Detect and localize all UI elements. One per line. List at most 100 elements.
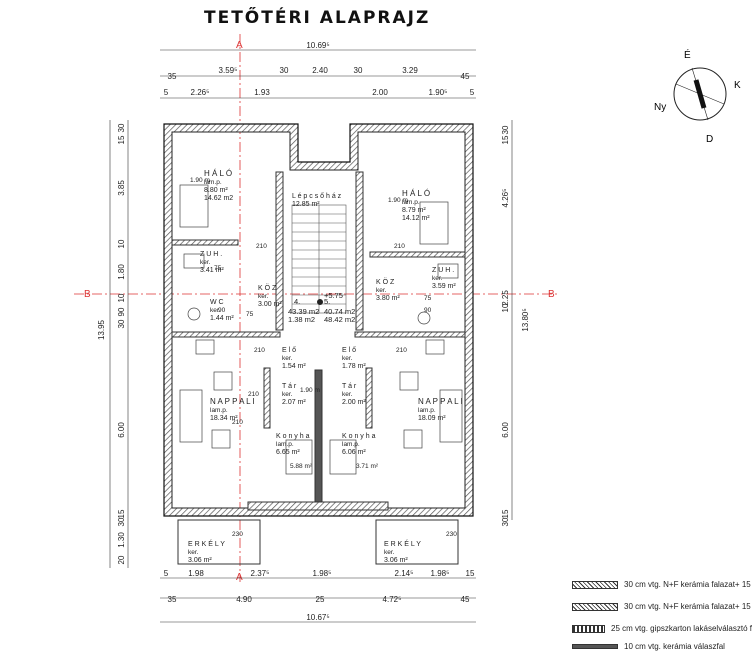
legend-row: 10 cm vtg. kerámia válaszfal	[572, 642, 752, 651]
dim-top-row1: 35	[168, 72, 177, 81]
room-floor-tar-right: ker.	[342, 391, 353, 398]
room-floor-elo-left: ker.	[282, 355, 293, 362]
door-dim-label: 75	[246, 311, 254, 318]
dim-top-row1: 30	[280, 66, 289, 75]
balconies	[177, 519, 459, 565]
unit-left-area-b: 1.38 m2	[288, 315, 315, 324]
room-name-zuh-left: Z U H .	[200, 251, 222, 258]
room-area-koz-right: 3.80 m²	[376, 295, 400, 302]
door-dim-label: 210	[254, 347, 265, 354]
room-name-halo-right: H Á L Ó	[402, 189, 430, 198]
dim-left-seg: 1.30	[117, 532, 126, 548]
dim-left-seg: 6.00	[117, 422, 126, 438]
room-name-elo-right: E l ő	[342, 347, 356, 354]
dim-bottom-row2: 45	[461, 595, 470, 604]
room-area-konyha-right: 6.06 m²	[342, 449, 366, 456]
staircase	[291, 204, 347, 314]
legend-text: 25 cm vtg. gipszkarton lakáselválasztó f	[611, 624, 752, 633]
drawing-title: TETŐTÉRI ALAPRAJZ	[204, 8, 431, 28]
dim-top-total: 10.69⁵	[306, 41, 329, 50]
dim-right-seg: 4.26⁵	[501, 189, 510, 208]
unit-left-area-a: 43.39 m2	[288, 307, 319, 316]
section-line-a: A A	[236, 34, 243, 583]
room-area-konyha-left: 6.65 m²	[276, 449, 300, 456]
room-name-konyha-right: K o n y h a	[342, 433, 376, 440]
room-floor-nappali-right: lam.p.	[418, 407, 436, 414]
dim-top-row1: 30	[354, 66, 363, 75]
dim-top-row1: 3.29	[402, 66, 418, 75]
room-area-tar-left: 2.07 m²	[282, 399, 306, 406]
room-area-halo-left: 8.80 m²	[204, 187, 228, 194]
dim-left-seg: 30	[117, 123, 126, 132]
dim-left-seg: 15	[117, 135, 126, 144]
room-area2-halo-left: 14.62 m2	[204, 195, 233, 202]
room-name-elo-left: E l ő	[282, 347, 296, 354]
dim-bottom-row1: 15	[466, 569, 475, 578]
compass-e: K	[734, 80, 741, 91]
dim-right-seg: 15	[501, 135, 510, 144]
dim-top-row1: 45	[461, 72, 470, 81]
room-area-nappali-left: 18.34 m²	[210, 415, 238, 422]
furniture	[179, 184, 463, 475]
room-extra-konyha-right: 3.71 m²	[356, 463, 379, 470]
room-floor-erkely-right: ker.	[384, 549, 395, 556]
dim-left-seg: 3.85	[117, 180, 126, 196]
door-dim-label: 210	[232, 419, 243, 426]
unit-right-number: 5.	[324, 297, 330, 306]
room-area-zuh-left: 3.41 m²	[200, 267, 224, 274]
room-area-elo-left: 1.54 m²	[282, 363, 306, 370]
dim-right-seg: 6.00	[501, 422, 510, 438]
dim-left-seg: 10	[117, 239, 126, 248]
room-name-halo-left: H Á L Ó	[204, 169, 232, 178]
dim-left-seg: 30	[117, 517, 126, 526]
legend-text: 30 cm vtg. N+F kerámia falazat+ 15	[624, 602, 751, 611]
legend-swatch-icon	[572, 624, 606, 633]
room-area-koz-left: 3.00 m²	[258, 301, 282, 308]
room-area-halo-right: 8.79 m²	[402, 207, 426, 214]
legend-row: 30 cm vtg. N+F kerámia falazat+ 15	[572, 602, 752, 611]
section-line-b: B B	[74, 289, 560, 300]
room-name-koz-right: K Ö Z	[376, 278, 395, 286]
dim-bottom-row1: 2.14⁵	[395, 569, 414, 578]
door-dim-label: 90	[218, 307, 226, 314]
room-area-nappali-right: 18.09 m²	[418, 415, 446, 422]
dim-bottom-row2: 4.90	[236, 595, 252, 604]
room-area-lepcsohaz: 12.85 m²	[292, 201, 320, 208]
room-extra-halo-left: 1.90 m	[190, 177, 210, 184]
compass-n: É	[684, 48, 691, 61]
dim-right-seg: 30	[501, 517, 510, 526]
dim-left-seg: 10	[117, 293, 126, 302]
room-floor-konyha-right: lam.p.	[342, 441, 360, 448]
door-dim-label: 210	[248, 391, 259, 398]
dim-top-row2: 1.90⁵	[429, 88, 448, 97]
section-b-label-right: B	[548, 289, 555, 300]
room-floor-erkely-left: ker.	[188, 549, 199, 556]
room-name-tar-left: T á r	[282, 383, 297, 390]
dim-right-seg: 15	[501, 509, 510, 518]
room-floor-halo-left: lam.p.	[204, 179, 222, 186]
legend-row: 30 cm vtg. N+F kerámia falazat+ 15	[572, 580, 752, 589]
dim-right-seg: 10	[501, 303, 510, 312]
unit-totals: 4. 43.39 m2 1.38 m2 5. 40.74 m2 48.42 m2…	[288, 291, 355, 324]
dim-left-seg: 90	[117, 307, 126, 316]
room-floor-tar-left: ker.	[282, 391, 293, 398]
room-name-tar-right: T á r	[342, 383, 357, 390]
dim-bottom-row1: 1.98	[188, 569, 204, 578]
room-floor-konyha-left: lam.p.	[276, 441, 294, 448]
room-floor-zuh-right: ker.	[432, 275, 443, 282]
compass-icon: É K D Ny	[654, 48, 741, 145]
dim-top-row1: 3.59⁵	[219, 66, 238, 75]
dim-bottom-row1: 1.98⁵	[313, 569, 332, 578]
room-area-elo-right: 1.78 m²	[342, 363, 366, 370]
level-marker-icon	[317, 299, 323, 305]
dim-left-seg: 15	[117, 509, 126, 518]
room-name-nappali-right: N A P P A L I	[418, 397, 463, 406]
interior-walls	[171, 171, 466, 511]
room-name-zuh-right: Z U H .	[432, 267, 454, 274]
room-extra-halo-right: 1.90 m	[388, 197, 408, 204]
room-floor-zuh-left: ker.	[200, 259, 211, 266]
unit-right-area-a: 40.74 m2	[324, 307, 355, 316]
